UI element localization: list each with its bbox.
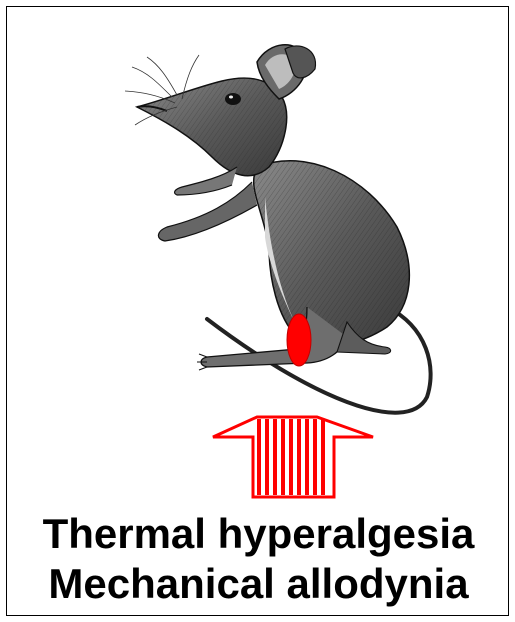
diagram-canvas bbox=[7, 7, 509, 507]
injury-marker bbox=[287, 314, 311, 366]
elephant-shrew-engraving-icon bbox=[125, 45, 431, 413]
striped-up-arrow-icon bbox=[213, 417, 373, 497]
label-mechanical-allodynia: Mechanical allodynia bbox=[7, 559, 509, 609]
outcome-labels: Thermal hyperalgesia Mechanical allodyni… bbox=[7, 509, 509, 609]
label-thermal-hyperalgesia: Thermal hyperalgesia bbox=[7, 509, 509, 559]
figure-frame: Thermal hyperalgesia Mechanical allodyni… bbox=[6, 6, 509, 616]
